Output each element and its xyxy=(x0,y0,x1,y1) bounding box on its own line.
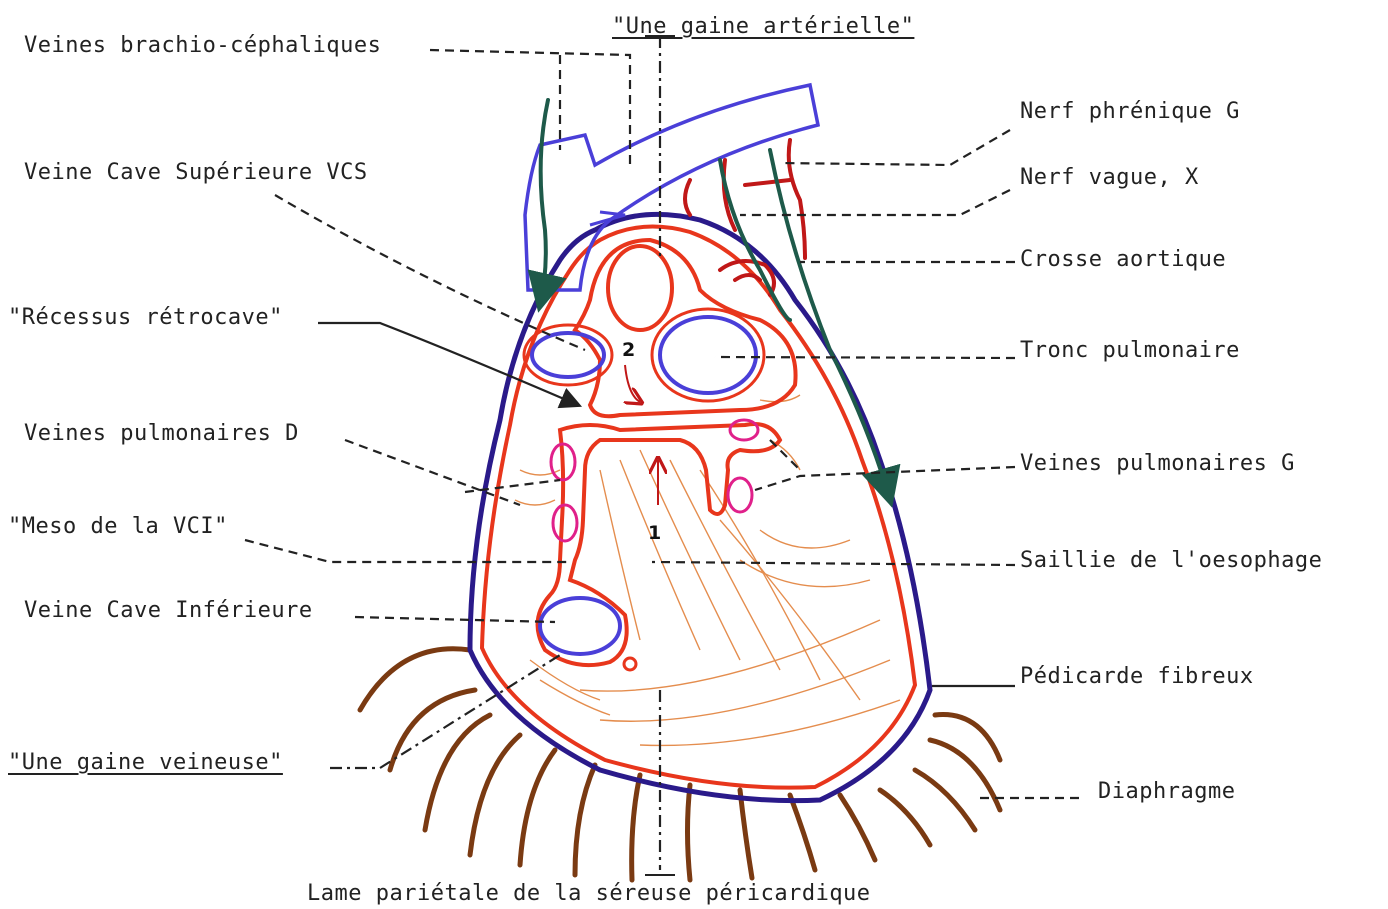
brachiocephalic-vein xyxy=(525,85,818,290)
pulmonary-trunk-section xyxy=(660,317,756,393)
label-superior-vena-cava: Veine Cave Supérieure VCS xyxy=(24,160,368,186)
label-vagus-nerve: Nerf vague, X xyxy=(1020,165,1199,191)
aorta-section xyxy=(608,246,672,330)
label-aortic-arch: Crosse aortique xyxy=(1020,247,1226,273)
arrow-oblique-sinus xyxy=(625,365,640,402)
label-brachiocephalic-veins: Veines brachio-céphaliques xyxy=(24,33,381,59)
label-venous-sheath: "Une gaine veineuse" xyxy=(8,750,283,776)
svc-section xyxy=(532,333,604,377)
label-right-pulmonary-veins: Veines pulmonaires D xyxy=(24,421,299,447)
diaphragm-ribs xyxy=(360,649,1000,880)
label-esophageal-bulge: Saillie de l'oesophage xyxy=(1020,548,1322,574)
recessus-arrow xyxy=(318,323,578,405)
marker-two: 2 xyxy=(622,340,635,360)
label-parietal-serous-layer: Lame pariétale de la séreuse péricardiqu… xyxy=(307,881,871,907)
label-arterial-sheath: "Une gaine artérielle" xyxy=(612,14,914,40)
label-retrocaval-recess: "Récessus rétrocave" xyxy=(8,305,283,331)
label-left-pulmonary-veins: Veines pulmonaires G xyxy=(1020,451,1295,477)
label-pulmonary-trunk: Tronc pulmonaire xyxy=(1020,338,1240,364)
label-diaphragm: Diaphragme xyxy=(1098,779,1235,805)
label-inferior-vena-cava: Veine Cave Inférieure xyxy=(24,598,313,624)
label-meso-ivc: "Meso de la VCI" xyxy=(8,514,228,540)
marker-one: 1 xyxy=(648,523,661,543)
label-left-phrenic-nerve: Nerf phrénique G xyxy=(1020,99,1240,125)
label-fibrous-pericardium: Pédicarde fibreux xyxy=(1020,664,1254,690)
ivc-section xyxy=(540,598,620,654)
